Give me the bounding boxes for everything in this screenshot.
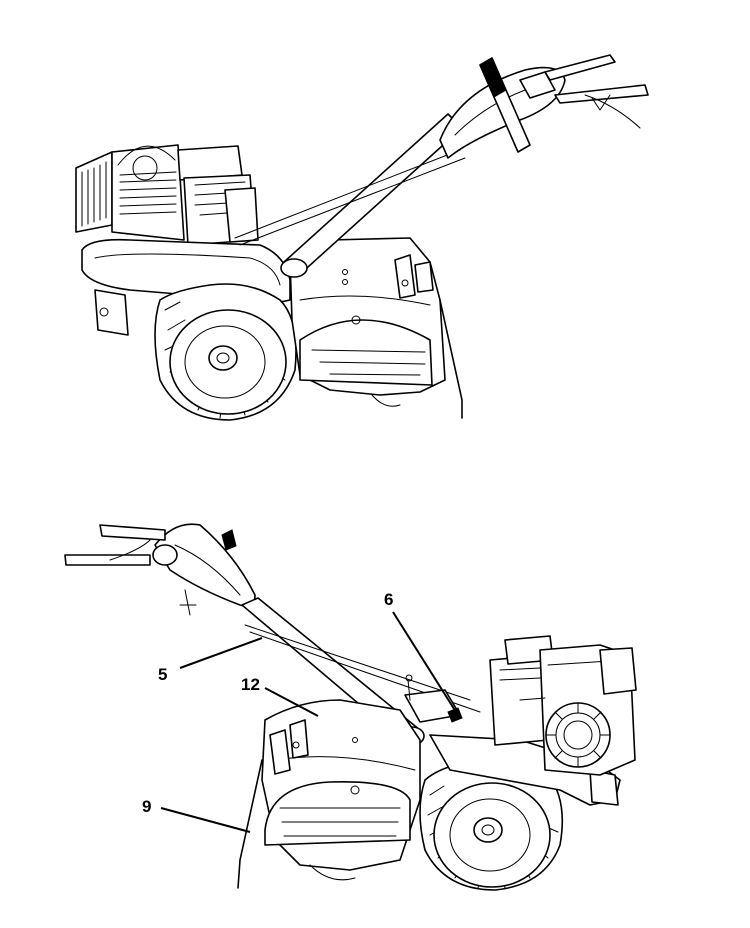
bottom-tine-hood — [237, 699, 421, 889]
bottom-wheel — [419, 758, 564, 891]
top-engine — [75, 144, 259, 246]
callout-label-6: 6 — [384, 590, 393, 609]
leader-line-6 — [392, 611, 457, 713]
callout-6: 6 — [384, 590, 457, 713]
leader-line-5 — [179, 637, 263, 669]
callout-label-12: 12 — [241, 675, 260, 694]
top-tine-hood — [289, 237, 463, 419]
leader-line-9 — [160, 807, 251, 833]
bottom-engine — [489, 635, 637, 776]
leader-line-12 — [264, 687, 319, 717]
callout-5: 5 — [158, 637, 263, 684]
top-handle-console — [439, 54, 649, 159]
tiller-top-view — [75, 54, 649, 421]
callout-label-9: 9 — [142, 797, 151, 816]
callout-label-5: 5 — [158, 665, 167, 684]
bottom-handle-console — [64, 523, 256, 616]
tiller-bottom-view — [64, 523, 637, 891]
callout-9: 9 — [142, 797, 251, 833]
callout-12: 12 — [241, 675, 319, 717]
top-wheel — [154, 283, 297, 421]
